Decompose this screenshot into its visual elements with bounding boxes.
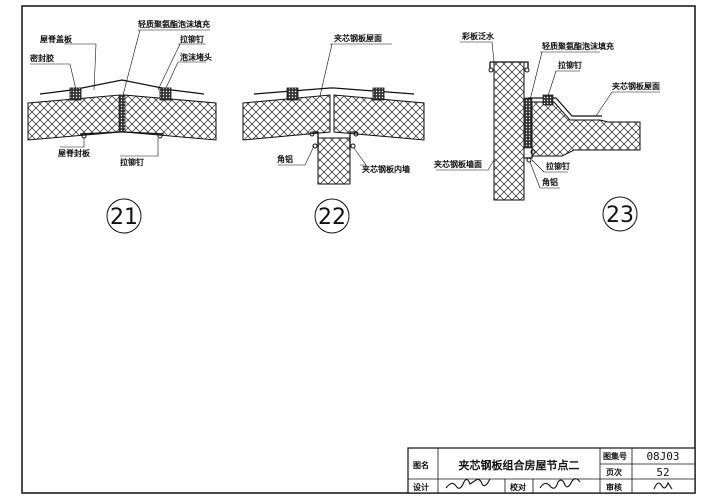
wall-panel	[493, 61, 525, 201]
figure-name: 夹芯钢板组合房屋节点二	[459, 458, 580, 472]
label-angle-23: 角铝	[542, 177, 558, 187]
foam-plug-block	[159, 87, 172, 101]
label-roof: 夹芯钢板屋面	[334, 33, 382, 43]
page-number: 52	[656, 466, 669, 479]
atlas-no-label: 图集号	[603, 451, 627, 461]
detail-number-circle-21	[106, 198, 142, 234]
sealant-block	[69, 87, 82, 101]
roof-panel-right	[333, 94, 425, 141]
label-flashing: 彩板泛水	[461, 31, 495, 41]
detail-number-21: 21	[110, 205, 138, 230]
detail-23: 彩板泛水 轻质聚氨酯泡沫填充 拉铆钉 夹芯钢板屋面 夹芯钢板墙面 拉铆钉 角铝 …	[434, 31, 660, 232]
foam-fill-gap	[118, 94, 126, 133]
page-label: 页次	[606, 467, 622, 477]
label-rivet-bottom-23: 拉铆钉	[546, 161, 570, 171]
label-rivet-top: 拉铆钉	[180, 34, 204, 44]
detail-number-22: 22	[318, 205, 346, 230]
signature-checker	[539, 478, 581, 489]
label-rivet-bottom: 拉铆钉	[120, 157, 144, 167]
roof-panel-left	[242, 94, 331, 141]
atlas-no: 08J03	[646, 450, 679, 463]
check-label: 校对	[510, 482, 526, 492]
signature-designer	[445, 478, 491, 489]
label-wall: 夹芯钢板墙面	[434, 159, 482, 169]
signature-reviewer	[653, 481, 673, 490]
detail-number-circle-22	[314, 198, 350, 234]
sheet-border	[21, 5, 696, 494]
label-foam-fill: 轻质聚氨酯泡沫填充	[138, 19, 210, 29]
review-label: 审核	[606, 482, 622, 492]
detail-22: 夹芯钢板屋面 角铝 夹芯钢板内墙 22	[242, 33, 425, 234]
label-ridge-seal: 屋脊封板	[58, 148, 91, 158]
detail-number-circle-23	[602, 196, 638, 232]
label-angle: 角铝	[277, 154, 293, 164]
label-roof-23: 夹芯钢板屋面	[612, 81, 660, 91]
detail-21: 屋脊盖板 轻质聚氨酯泡沫填充 拉铆钉 密封胶 泡沫堵头 屋脊封板 拉铆钉 21	[27, 19, 217, 234]
ridge-seal	[79, 131, 165, 135]
label-foam-fill-23: 轻质聚氨酯泡沫填充	[542, 41, 614, 51]
label-inner-wall: 夹芯钢板内墙	[362, 164, 410, 174]
inner-wall-panel	[317, 137, 351, 185]
title-block: 图名 夹芯钢板组合房屋节点二 图集号 08J03 页次 52 设计 校对 审核	[407, 447, 696, 494]
figure-name-label: 图名	[413, 460, 429, 470]
label-rivet-top-23: 拉铆钉	[558, 60, 582, 70]
design-label: 设计	[413, 482, 429, 492]
roof-panel	[531, 101, 641, 157]
ridge-cap	[39, 79, 205, 95]
label-ridge-cap: 屋脊盖板	[40, 34, 73, 44]
label-foam-plug: 泡沫堵头	[180, 52, 212, 62]
label-sealant: 密封胶	[29, 53, 54, 63]
detail-number-23: 23	[606, 203, 634, 228]
